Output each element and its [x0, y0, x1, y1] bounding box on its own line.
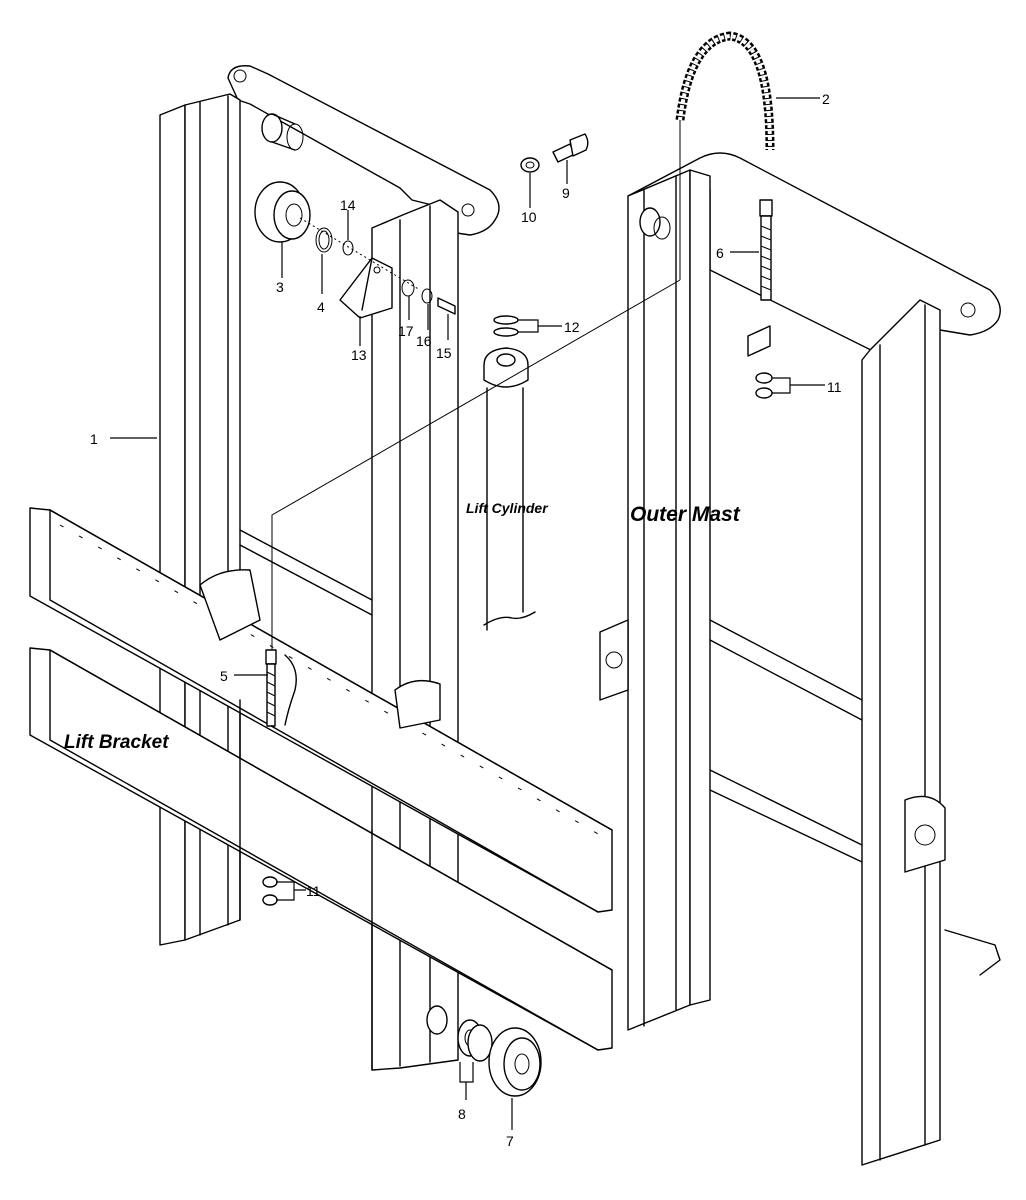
callout-16: 16	[416, 333, 432, 349]
callout-4: 4	[317, 299, 325, 315]
callout-3: 3	[276, 279, 284, 295]
callout-7: 7	[506, 1133, 514, 1149]
leader-lines	[110, 97, 825, 1130]
callout-17: 17	[398, 323, 414, 339]
nuts-11-bottom	[262, 876, 278, 906]
bracket-13	[339, 257, 393, 319]
callout-12: 12	[564, 319, 580, 335]
callout-15: 15	[436, 345, 452, 361]
outer-mast-label: Outer Mast	[630, 503, 741, 526]
nut-10	[520, 157, 540, 173]
lift-chain-2	[675, 31, 775, 151]
washer-17	[401, 279, 415, 297]
callout-14: 14	[340, 197, 356, 213]
roller-3	[254, 181, 311, 243]
callout-5: 5	[220, 668, 228, 684]
callout-1: 1	[90, 431, 98, 447]
callout-11-bottom: 11	[306, 883, 321, 899]
nuts-11-top	[755, 372, 773, 399]
snap-ring-4	[315, 227, 333, 253]
lift-bracket	[29, 507, 613, 1097]
callout-11-top: 11	[827, 379, 842, 395]
outer-mast	[599, 152, 1001, 1166]
callout-9: 9	[562, 185, 570, 201]
chain-route-line	[271, 279, 681, 650]
anchor-bolt-6	[747, 199, 773, 357]
callout-13: 13	[351, 347, 367, 363]
callout-6: 6	[716, 245, 724, 261]
lift-cylinder	[483, 315, 536, 631]
bolt-9	[552, 133, 589, 163]
lift-cylinder-label: Lift Cylinder	[466, 500, 549, 516]
callout-8: 8	[458, 1106, 466, 1122]
callout-2: 2	[822, 91, 830, 107]
washer-16	[421, 288, 433, 304]
bolt-15	[437, 297, 456, 315]
callout-10: 10	[521, 209, 537, 225]
lift-bracket-label: Lift Bracket	[64, 732, 169, 753]
washer-14	[342, 240, 354, 256]
